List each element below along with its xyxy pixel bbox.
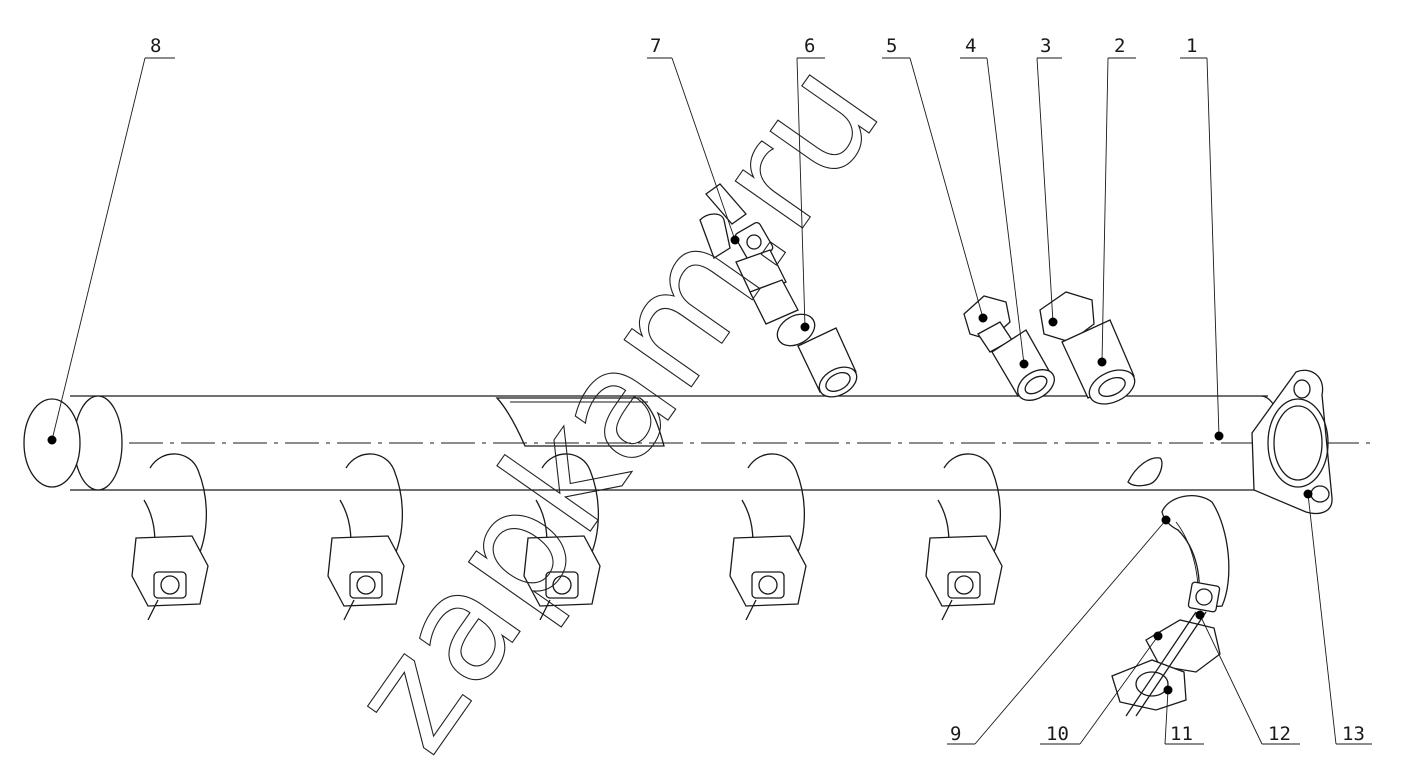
fitting-2-3 <box>1039 291 1136 405</box>
callout-11: 11 <box>1170 723 1193 745</box>
branch-2 <box>327 453 405 621</box>
injector-branches <box>131 453 1003 621</box>
callout-5: 5 <box>886 35 897 57</box>
flange <box>1251 369 1333 515</box>
valve-assembly <box>699 183 816 347</box>
callout-12: 12 <box>1268 723 1291 745</box>
watermark: zapkam.ru <box>317 32 914 779</box>
callout-3: 3 <box>1040 35 1051 57</box>
callout-4: 4 <box>965 35 976 57</box>
branch-4 <box>729 453 807 621</box>
exploded-branch <box>1111 495 1230 717</box>
callout-6: 6 <box>804 35 815 57</box>
callout-labels: 8 7 6 5 4 3 2 1 9 10 11 12 13 <box>150 35 1365 745</box>
branch-5 <box>925 453 1003 621</box>
callout-13: 13 <box>1342 723 1365 745</box>
main-pipe <box>23 395 1372 491</box>
callout-7: 7 <box>650 35 661 57</box>
callout-1: 1 <box>1186 35 1197 57</box>
callout-2: 2 <box>1114 35 1125 57</box>
branch-3 <box>523 453 601 621</box>
callout-8: 8 <box>150 35 161 57</box>
fitting-6 <box>797 327 858 398</box>
leader-lines <box>51 57 1372 745</box>
branch-1 <box>131 453 209 621</box>
callout-10: 10 <box>1046 723 1069 745</box>
leader-dots <box>47 235 1313 695</box>
callout-9: 9 <box>950 723 961 745</box>
